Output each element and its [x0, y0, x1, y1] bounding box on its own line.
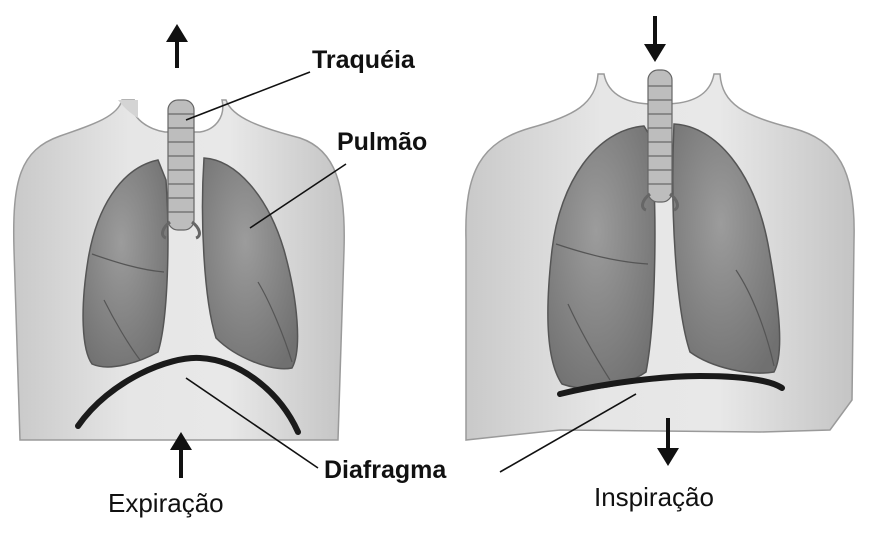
expiration-figure: [14, 100, 345, 440]
arrow-up-icon: [166, 24, 188, 68]
label-diaphragm: Diafragma: [324, 456, 447, 484]
trachea-right: [643, 70, 678, 210]
arrow-down-icon: [644, 16, 666, 62]
label-trachea: Traquéia: [312, 46, 416, 74]
label-lung: Pulmão: [337, 128, 427, 156]
inspiration-figure: [466, 70, 854, 440]
label-inspiration: Inspiração: [594, 482, 714, 512]
label-expiration: Expiração: [108, 488, 224, 518]
trachea-left: [163, 100, 200, 238]
leader-trachea: [186, 72, 310, 120]
